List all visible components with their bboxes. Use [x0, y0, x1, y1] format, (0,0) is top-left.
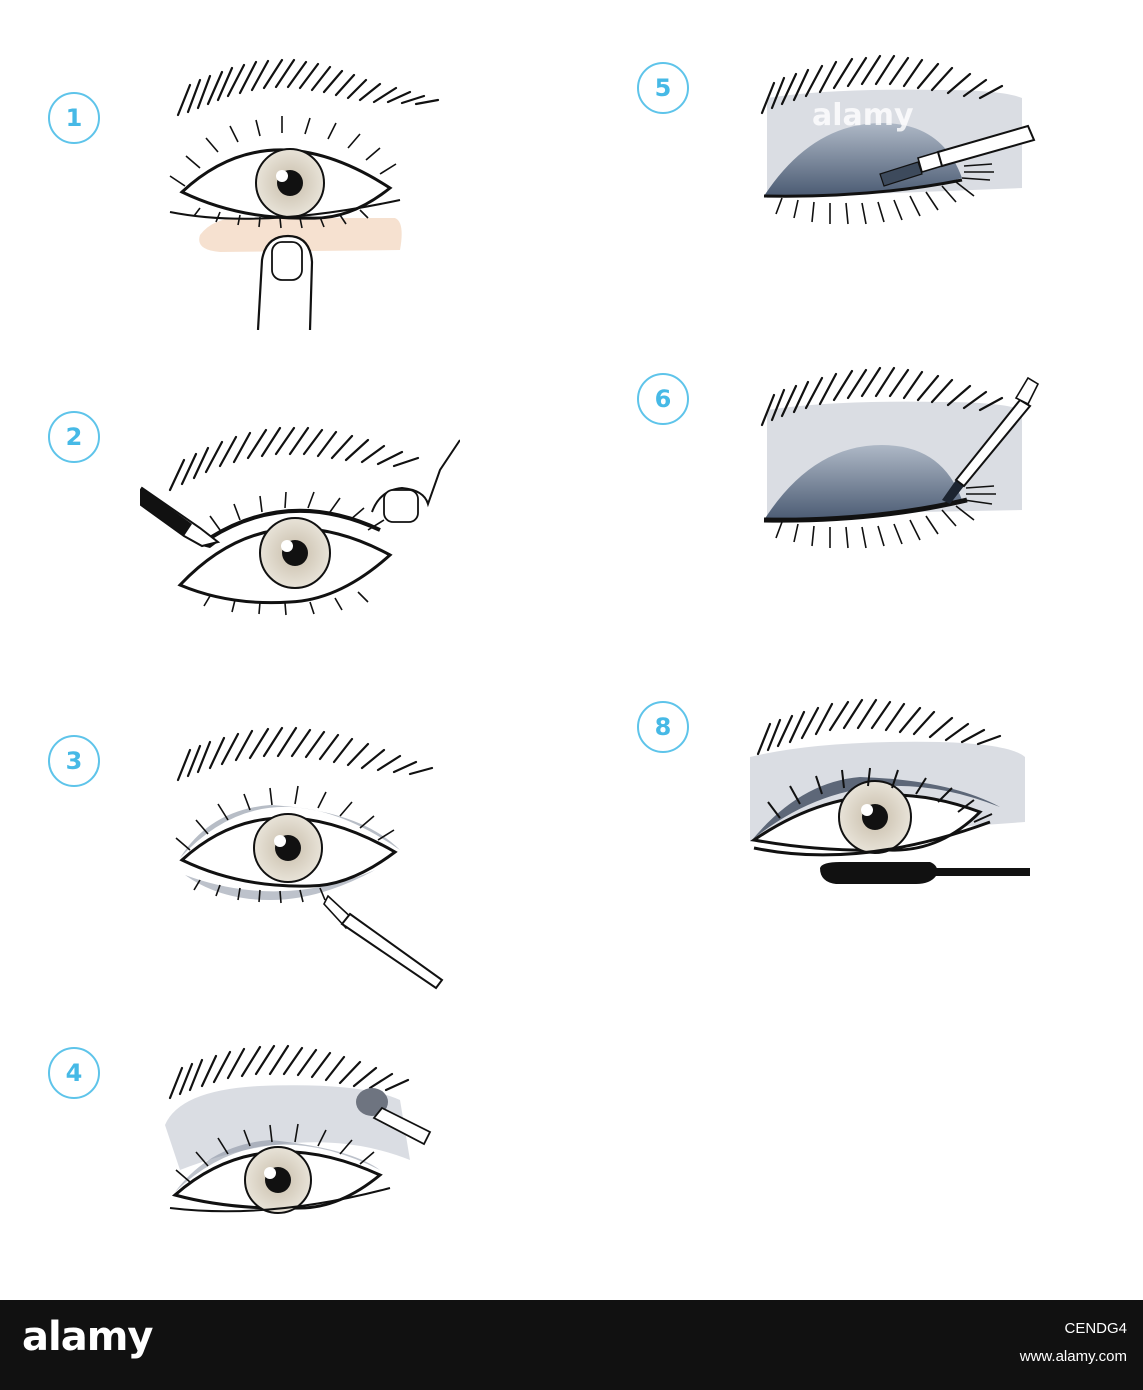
step-number-badge: 3	[48, 735, 100, 787]
brush-icon	[879, 124, 1036, 187]
pencil-icon	[140, 486, 221, 548]
step-number-badge: 6	[637, 373, 689, 425]
step-number-badge: 4	[48, 1047, 100, 1099]
eye-illustration	[169, 58, 440, 330]
concealer-patch	[199, 217, 402, 252]
eye-illustration	[750, 698, 1030, 884]
mascara-wand-icon	[820, 862, 1030, 884]
liner-brush-icon	[942, 376, 1040, 504]
brand-logo: alamy	[22, 1314, 153, 1360]
image-id: CENDG4	[1064, 1320, 1127, 1337]
brush-icon	[323, 894, 444, 990]
step-number-badge: 5	[637, 62, 689, 114]
watermark-text: alamy	[812, 98, 914, 133]
eye-illustration	[175, 726, 444, 990]
eye-illustration	[760, 366, 1040, 549]
footer-bar: alamy CENDG4 www.alamy.com	[0, 1300, 1143, 1390]
eye-illustration	[140, 426, 460, 616]
eye-illustration	[165, 1044, 432, 1214]
step-number-badge: 2	[48, 411, 100, 463]
site-url: www.alamy.com	[1019, 1348, 1127, 1365]
sponge-applicator-icon	[356, 1088, 432, 1146]
finger-icon	[383, 489, 419, 523]
step-number-badge: 8	[637, 701, 689, 753]
step-number-badge: 1	[48, 92, 100, 144]
eye-illustration	[760, 54, 1036, 225]
eye-makeup-steps: 1 2	[48, 54, 1040, 1214]
